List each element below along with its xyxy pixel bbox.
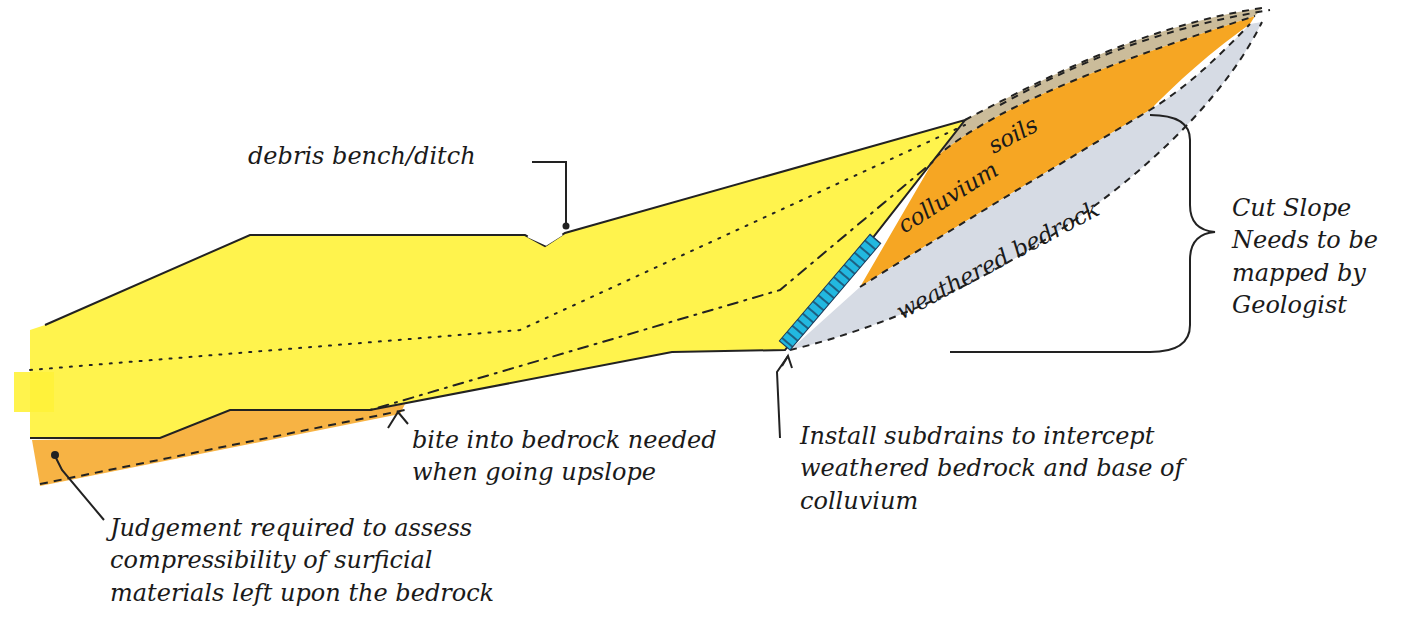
callout-text: Judgement required to assess compressibi… [110, 512, 530, 609]
fill-body [30, 120, 965, 438]
callout-text: bite into bedrock needed when going upsl… [412, 424, 742, 489]
bracket [950, 115, 1215, 352]
leader-dot [563, 223, 570, 230]
subdrain [779, 234, 880, 350]
leader-dot [51, 451, 59, 459]
callout-text: Install subdrains to intercept weathered… [800, 420, 1270, 517]
fill-lift-lines [30, 125, 965, 410]
leader-lines [56, 162, 792, 520]
fill-body [14, 372, 54, 412]
debris-ditch [528, 234, 562, 244]
fill-outline [30, 120, 965, 438]
note-text: Cut Slope Needs to be mapped by Geologis… [1232, 192, 1412, 322]
callout-text: debris bench/ditch [248, 140, 538, 172]
